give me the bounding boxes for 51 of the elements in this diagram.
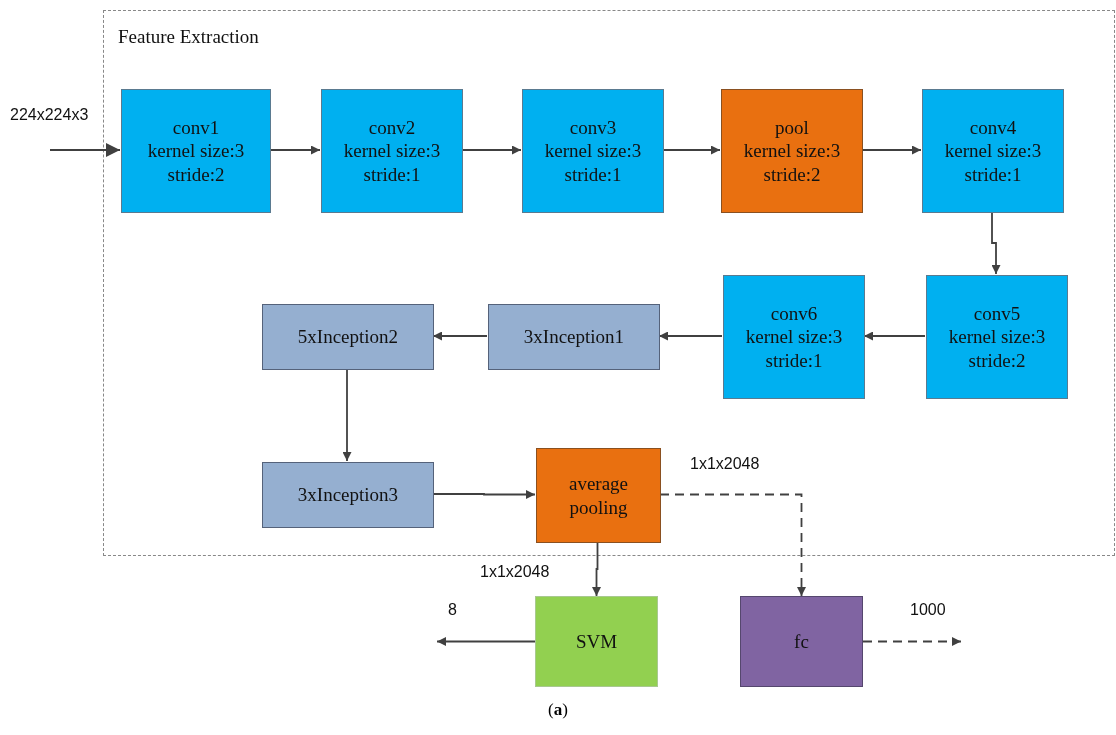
- arrow: [658, 331, 723, 341]
- process-box: [723, 275, 865, 399]
- arrow: [863, 331, 926, 341]
- box-detail: kernel size:3 stride:1: [744, 325, 844, 372]
- box-detail: kernel size:3 stride:1: [342, 139, 442, 186]
- box-label: 3xInception3: [297, 483, 399, 507]
- arrow: [861, 145, 922, 155]
- box-detail: kernel size:3 stride:2: [146, 139, 246, 186]
- caption: (a): [548, 700, 568, 720]
- arrow: [461, 145, 522, 155]
- arrow: [991, 211, 1001, 275]
- process-box: [926, 275, 1068, 399]
- process-box: [522, 89, 664, 213]
- process-box: [262, 462, 434, 528]
- group-title: Feature Extraction: [118, 25, 259, 49]
- box-label: pool: [775, 116, 809, 140]
- arrow: [49, 143, 121, 157]
- process-box: [262, 304, 434, 370]
- box-label: conv1: [172, 116, 220, 140]
- box-label: average pooling: [567, 472, 630, 519]
- box-label: 3xInception1: [523, 325, 625, 349]
- process-box: [321, 89, 463, 213]
- process-box: [740, 596, 863, 687]
- arrow: [342, 368, 352, 462]
- box-label: conv3: [569, 116, 617, 140]
- process-box: [535, 596, 658, 687]
- process-box: [536, 448, 661, 543]
- group-frame: [103, 10, 1115, 556]
- box-detail: kernel size:3 stride:2: [742, 139, 842, 186]
- arrow: [432, 331, 488, 341]
- arrow: [862, 637, 962, 646]
- box-label: conv2: [368, 116, 416, 140]
- arrow: [662, 145, 721, 155]
- arrow: [269, 145, 321, 155]
- arrow: [432, 490, 536, 499]
- box-label: conv5: [973, 302, 1021, 326]
- process-box: [121, 89, 271, 213]
- arrow: [436, 637, 536, 646]
- arrow: [592, 541, 601, 597]
- box-detail: kernel size:3 stride:1: [543, 139, 643, 186]
- box-label: conv4: [969, 116, 1017, 140]
- box-detail: kernel size:3 stride:2: [947, 325, 1047, 372]
- process-box: [721, 89, 863, 213]
- box-label: 5xInception2: [297, 325, 399, 349]
- process-box: [922, 89, 1064, 213]
- box-label: fc: [794, 629, 809, 654]
- arrow: [659, 493, 806, 597]
- process-box: [488, 304, 660, 370]
- box-label: SVM: [575, 629, 618, 654]
- box-detail: kernel size:3 stride:1: [943, 139, 1043, 186]
- box-label: conv6: [770, 302, 818, 326]
